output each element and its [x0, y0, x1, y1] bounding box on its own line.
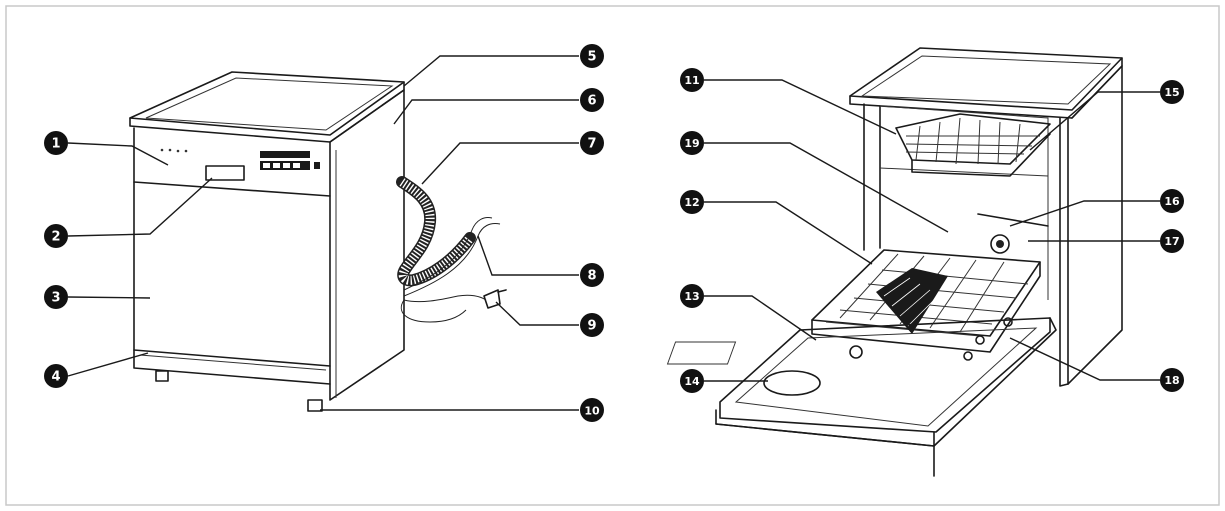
kick-plate: [133, 349, 331, 385]
callout-13-label: 13: [684, 290, 699, 303]
callout-4: 4: [44, 364, 68, 388]
callout-6-label: 6: [587, 94, 596, 109]
leader-lines: [67, 55, 1160, 411]
callout-1-label: 1: [51, 137, 60, 152]
upper-spray-arm: [977, 213, 1049, 227]
callout-5-label: 5: [587, 50, 596, 65]
filter-cap: [990, 234, 1010, 254]
callout-2-label: 2: [51, 230, 60, 245]
side-panel: [329, 89, 405, 401]
worktop: [129, 71, 405, 136]
power-cable: [403, 294, 487, 303]
program-buttons: [260, 151, 320, 170]
callout-12-label: 12: [684, 196, 699, 209]
front-foot-left: [155, 370, 169, 382]
callout-12: 12: [680, 190, 704, 214]
door-handle: [205, 165, 245, 181]
callout-19: 19: [680, 131, 704, 155]
inlet-hose: [403, 217, 493, 291]
callout-17-label: 17: [1164, 235, 1179, 248]
callout-4-label: 4: [51, 370, 60, 385]
drain-hose: [396, 176, 476, 287]
callout-9: 9: [580, 313, 604, 337]
callout-13: 13: [680, 284, 704, 308]
callout-8: 8: [580, 263, 604, 287]
control-panel: [133, 127, 331, 197]
callout-17: 17: [1160, 229, 1184, 253]
callout-1: 1: [44, 131, 68, 155]
cutlery-basket: [876, 268, 948, 334]
callout-10-label: 10: [584, 405, 600, 418]
detergent-dispenser: [666, 341, 737, 365]
callout-3-label: 3: [51, 291, 60, 306]
callout-18-label: 18: [1164, 374, 1179, 387]
front-door: [133, 181, 331, 367]
callout-11-label: 11: [684, 74, 699, 87]
open-door: [719, 317, 1051, 433]
adjustable-foot: [307, 399, 323, 412]
callout-11: 11: [680, 68, 704, 92]
callout-15-label: 15: [1164, 86, 1179, 99]
open-dishwasher: [666, 47, 1123, 477]
callout-14: 14: [680, 369, 704, 393]
callout-16-label: 16: [1164, 195, 1180, 208]
callout-19-label: 19: [684, 137, 699, 150]
callout-9-label: 9: [587, 319, 596, 334]
callout-8-label: 8: [587, 269, 596, 284]
callout-10: 10: [580, 398, 604, 422]
rinse-aid-dispenser: [763, 370, 821, 396]
callout-3: 3: [44, 285, 68, 309]
closed-dishwasher: [129, 71, 507, 412]
callout-18: 18: [1160, 368, 1184, 392]
side-panel-open: [1067, 65, 1123, 385]
callout-14-label: 14: [684, 375, 700, 388]
power-plug: [483, 289, 501, 309]
callout-15: 15: [1160, 80, 1184, 104]
callout-5: 5: [580, 44, 604, 68]
callout-7: 7: [580, 131, 604, 155]
callout-6: 6: [580, 88, 604, 112]
indicator-lights: [160, 148, 188, 153]
callout-7-label: 7: [587, 137, 596, 152]
callout-16: 16: [1160, 189, 1184, 213]
callout-2: 2: [44, 224, 68, 248]
upper-basket: [895, 113, 1051, 177]
figure-frame: [5, 5, 1220, 506]
